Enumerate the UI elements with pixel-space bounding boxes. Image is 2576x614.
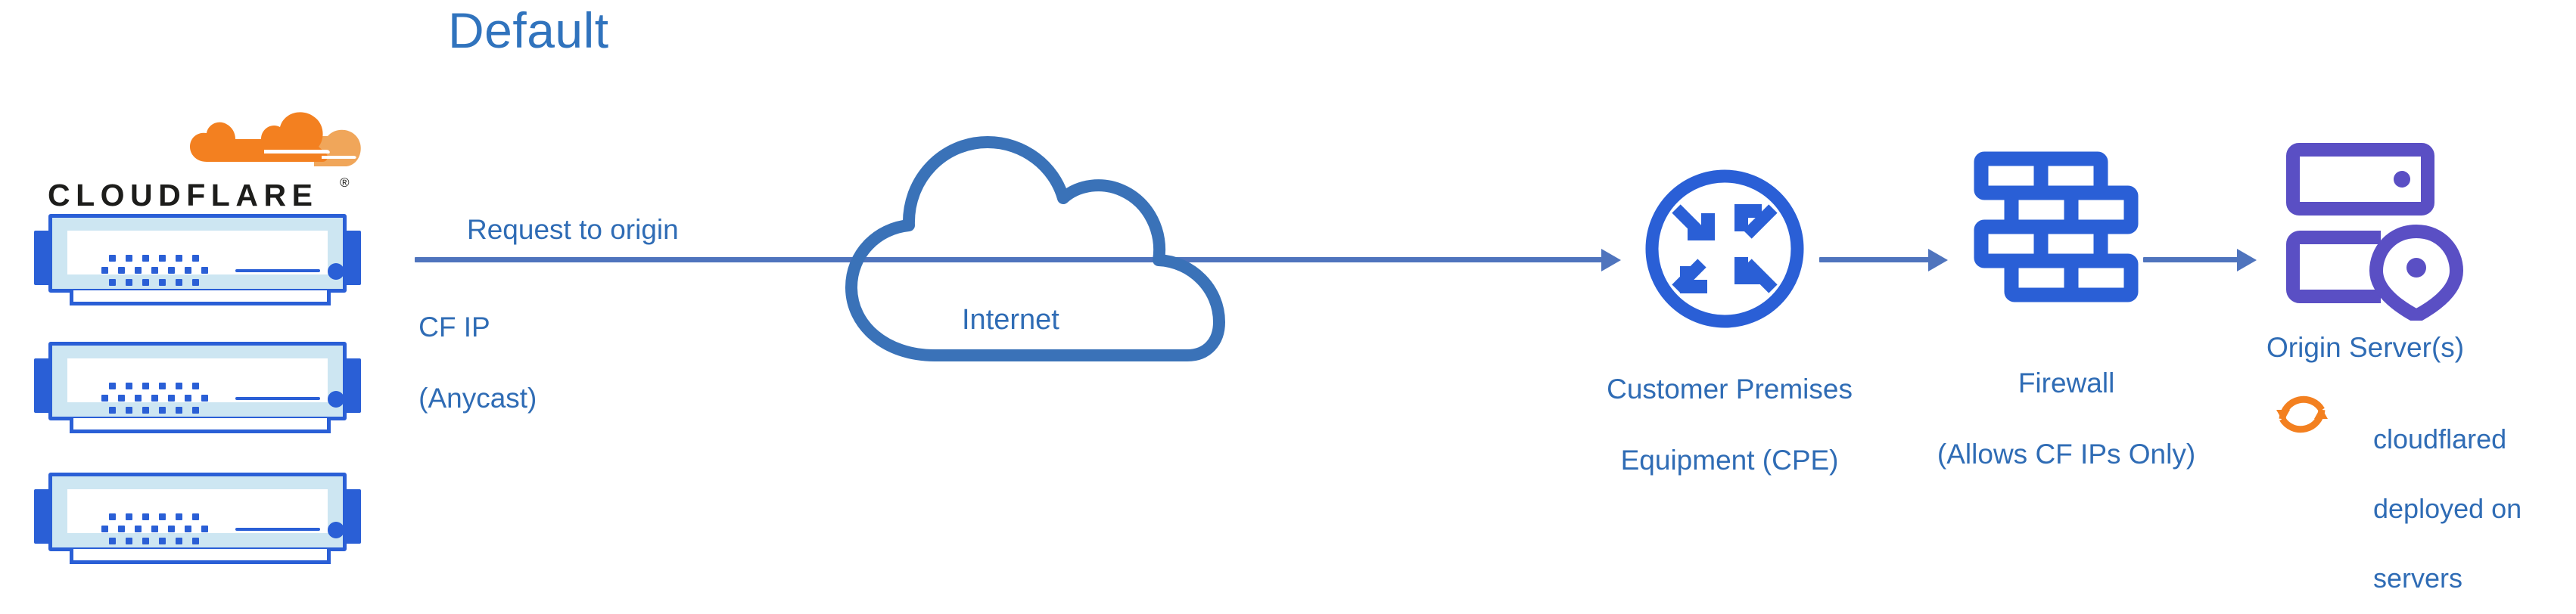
arrowhead-cpe-to-firewall [1928,249,1948,271]
cloud-icon [829,106,1290,367]
server-rack-icon [34,342,361,436]
cloudflared-line-3: servers [2373,563,2463,594]
cloudflared-line-1: cloudflared [2373,423,2507,454]
cf-ip-line-2: (Anycast) [418,383,537,414]
rack-vent-grid [101,513,208,545]
firewall-label: Firewall (Allows CF IPs Only) [1892,330,2210,507]
arrowhead-edge-to-cpe [1601,249,1621,271]
rack-face [67,489,344,544]
rack-slot-line [235,397,320,400]
flow-line-cpe-to-firewall [1819,257,1931,262]
router-icon [1642,166,1807,331]
sync-refresh-icon [2272,384,2332,445]
cf-ip-line-1: CF IP [418,312,490,343]
firewall-label-line-1: Firewall [2018,367,2115,398]
rack-face [67,358,344,414]
server-rack-icon [34,473,361,566]
cpe-label-line-1: Customer Premises [1607,374,1853,405]
server-rack-icon [34,214,361,308]
request-to-origin-label: Request to origin [467,214,679,245]
origin-server-label: Origin Server(s) [2266,332,2465,363]
registered-trademark-mark: ® [340,175,350,190]
flow-line-firewall-to-origin [2143,257,2240,262]
rack-slot-line [235,269,320,272]
rack-shelf [70,549,331,564]
rack-body [48,473,347,551]
cloudflared-annotation-label: cloudflared deployed on servers [2343,387,2522,614]
rack-led-icon [328,391,344,408]
cpe-label: Customer Premises Equipment (CPE) [1555,336,1873,513]
page-title: Default [448,2,609,58]
rack-led-icon [328,263,344,280]
arrowhead-firewall-to-origin [2237,249,2257,271]
flow-line-edge-to-cpe [415,257,1606,262]
rack-shelf [70,418,331,433]
rack-body [48,342,347,420]
internet-label: Internet [962,304,1059,336]
rack-vent-grid [101,255,208,287]
rack-vent-grid [101,383,208,414]
cf-ip-anycast-label: CF IP (Anycast) [387,274,537,451]
cloudflare-cloud-logo-icon [185,106,363,175]
cpe-label-line-2: Equipment (CPE) [1620,445,1839,476]
cloudflare-logo: CLOUDFLARE ® [34,106,361,216]
rack-face [67,231,344,286]
cloudflare-wordmark: CLOUDFLARE [48,178,319,212]
rack-shelf [70,290,331,305]
rack-led-icon [328,522,344,538]
cloudflared-line-2: deployed on [2373,493,2522,524]
firewall-label-line-2: (Allows CF IPs Only) [1937,439,2196,470]
brick-wall-icon [1974,151,2139,302]
server-location-pin-icon [2284,142,2473,323]
rack-body [48,214,347,293]
rack-slot-line [235,528,320,531]
